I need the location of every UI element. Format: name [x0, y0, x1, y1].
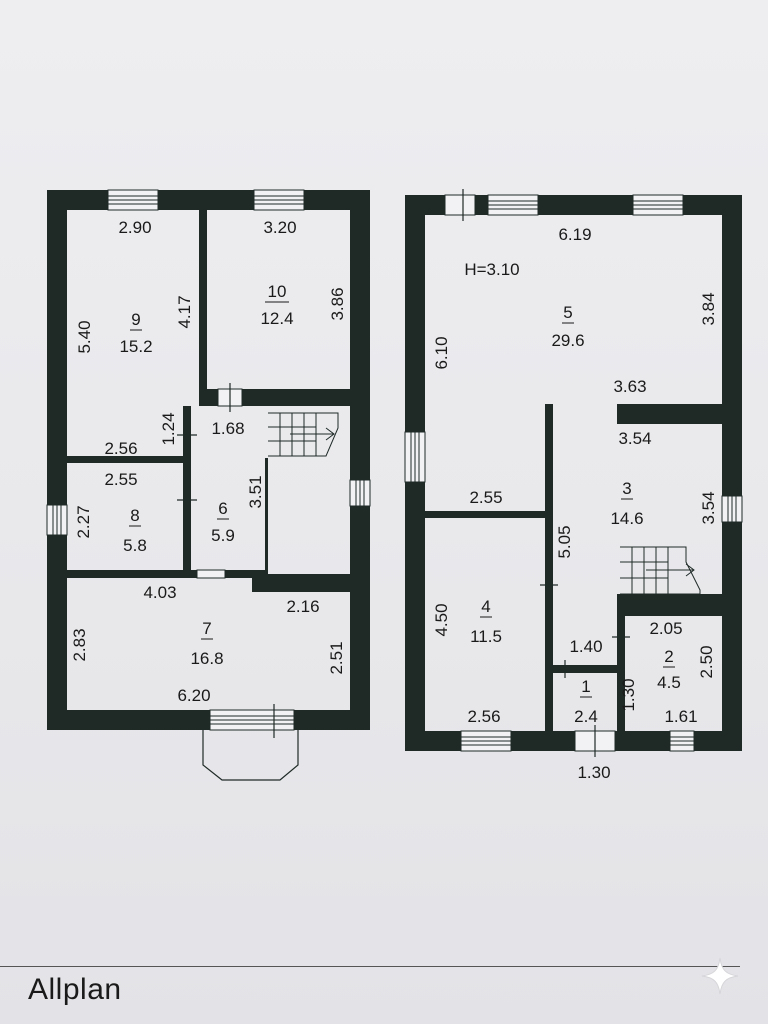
room-number-8: 8	[130, 506, 139, 525]
wall	[545, 665, 553, 731]
room-number-3: 3	[622, 479, 631, 498]
wall	[350, 190, 370, 730]
footer-divider	[0, 966, 740, 967]
room-area-8: 5.8	[123, 536, 147, 555]
window	[487, 194, 539, 216]
window	[444, 189, 476, 221]
wall	[252, 574, 350, 592]
window	[721, 495, 743, 523]
dimension-label: 4.17	[175, 295, 194, 328]
wall	[67, 456, 191, 463]
room-area-1: 2.4	[574, 707, 598, 726]
ground-floor-plan: 9 15.2 10 12.4 8 5.8 6 5.9 7 16.8 2.90 3…	[46, 189, 371, 781]
dimension-label: 4.03	[143, 583, 176, 602]
dimension-label: 5.40	[75, 320, 94, 353]
room-area-2: 4.5	[657, 673, 681, 692]
dimension-label: 2.55	[104, 470, 137, 489]
floor-plan-drawing: 9 15.2 10 12.4 8 5.8 6 5.9 7 16.8 2.90 3…	[46, 189, 743, 782]
dimension-label: 1.30	[577, 763, 610, 782]
room-number-7: 7	[202, 619, 211, 638]
dimension-label: 6.19	[558, 225, 591, 244]
dimension-label: 3.84	[699, 292, 718, 325]
dimension-label: 6.10	[432, 336, 451, 369]
room-number-2: 2	[664, 647, 673, 666]
dimension-label: 3.20	[263, 218, 296, 237]
window	[460, 730, 512, 752]
dimension-label: 3.51	[246, 475, 265, 508]
dimension-label: 2.56	[467, 707, 500, 726]
window	[253, 189, 305, 211]
room-number-4: 4	[481, 597, 490, 616]
ceiling-height-label: H=3.10	[464, 260, 519, 279]
staircase	[268, 412, 339, 457]
dimension-label: 2.05	[649, 619, 682, 638]
window	[632, 194, 684, 216]
window	[404, 431, 426, 483]
room-number-9: 9	[131, 310, 140, 329]
wall	[617, 404, 722, 424]
dimension-label: 3.54	[618, 429, 651, 448]
brand-logo: Allplan	[28, 973, 122, 1006]
dimension-label: 2.56	[104, 439, 137, 458]
room-area-4: 11.5	[470, 627, 502, 646]
room-number-10: 10	[268, 282, 287, 301]
room-area-6: 5.9	[211, 526, 235, 545]
wall	[207, 389, 350, 406]
dimension-label: 1.61	[664, 707, 697, 726]
window	[669, 730, 695, 752]
room-area-7: 16.8	[190, 649, 223, 668]
room-area-9: 15.2	[119, 337, 152, 356]
room-number-1: 1	[581, 677, 590, 696]
wall	[183, 406, 191, 574]
dimension-label: 2.83	[70, 628, 89, 661]
dimension-label: 3.86	[328, 287, 347, 320]
sparkle-icon[interactable]	[700, 956, 740, 996]
window	[196, 569, 226, 579]
dimension-label: 2.90	[118, 218, 151, 237]
window	[107, 189, 159, 211]
room-area-5: 29.6	[551, 331, 584, 350]
wall	[199, 210, 207, 406]
dimension-label: 3.63	[613, 377, 646, 396]
room-number-6: 6	[218, 499, 227, 518]
dimension-label: 1.68	[211, 419, 244, 438]
dimension-label: 2.27	[74, 505, 93, 538]
dimension-label: 2.55	[469, 488, 502, 507]
wall	[47, 710, 370, 730]
wall	[265, 458, 268, 574]
window	[574, 725, 616, 757]
dimension-label: 2.51	[327, 641, 346, 674]
room-area-3: 14.6	[610, 509, 643, 528]
bay-window	[202, 704, 299, 781]
wall	[545, 665, 625, 673]
wall	[67, 570, 267, 578]
window	[349, 479, 371, 507]
wall	[617, 594, 722, 616]
wall	[617, 594, 625, 731]
wall	[47, 190, 67, 730]
wall	[425, 511, 553, 518]
wall	[47, 190, 370, 210]
window	[46, 504, 68, 536]
room-area-10: 12.4	[260, 309, 293, 328]
dimension-label: 1.40	[569, 637, 602, 656]
wall	[722, 195, 742, 751]
dimension-label: 1.30	[619, 678, 638, 711]
wall	[545, 404, 553, 665]
window	[217, 383, 243, 412]
dimension-label: 2.16	[286, 597, 319, 616]
dimension-label: 2.50	[697, 645, 716, 678]
room-number-5: 5	[563, 303, 572, 322]
dimension-label: 6.20	[177, 686, 210, 705]
dimension-label: 4.50	[432, 603, 451, 636]
dimension-label: 3.54	[699, 491, 718, 524]
dimension-label: 5.05	[555, 525, 574, 558]
upper-floor-plan: H=3.10 5 29.6 3 14.6 4 11.5 2 4.5 1 2.4 …	[404, 189, 743, 782]
staircase	[620, 546, 701, 595]
dimension-label: 1.24	[159, 412, 178, 445]
